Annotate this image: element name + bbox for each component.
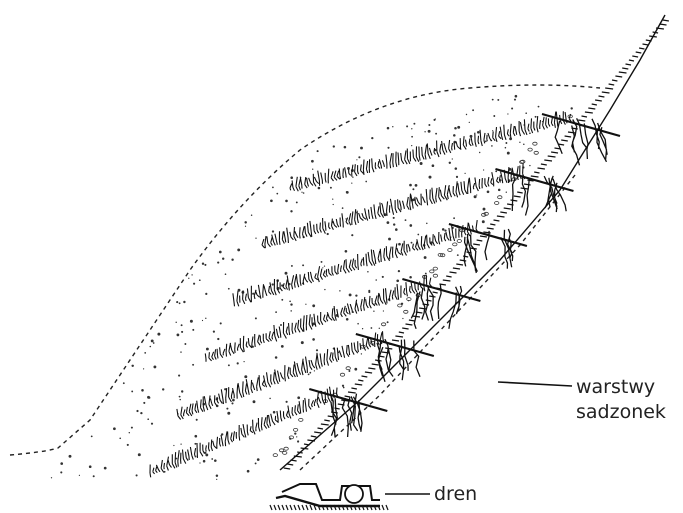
planting-layer: [150, 387, 387, 478]
drain-pipe-icon: [345, 485, 363, 503]
planting-layers: [150, 111, 620, 477]
planting-layer: [233, 220, 527, 306]
label-sadzonek: sadzonek: [576, 401, 666, 423]
layers-leader-line: [498, 382, 572, 386]
label-warstwy: warstwy: [576, 376, 655, 398]
soil-fill-dots: [51, 95, 573, 480]
label-dren: dren: [434, 483, 477, 505]
native-ground-hatching: [270, 20, 669, 510]
planting-layer: [262, 163, 573, 248]
planting-layer: [290, 111, 620, 191]
drain-trench: [276, 484, 380, 506]
